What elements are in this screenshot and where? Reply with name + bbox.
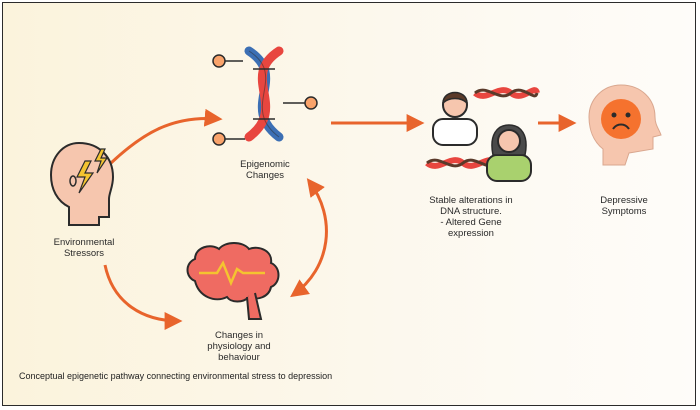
brain-icon [186, 242, 280, 320]
label-depressive-symptoms: Depressive Symptoms [600, 195, 648, 217]
diagram-canvas [49, 46, 662, 330]
dna-helix-icon [212, 46, 318, 146]
label-epigenomic-changes: Epigenomic Changes [240, 159, 290, 181]
stressed-head-icon [49, 141, 115, 226]
sad-head-icon [588, 84, 662, 166]
arrow-stressors-to-physiology [103, 264, 183, 330]
scientists-dna-icon [425, 87, 540, 182]
diagram-frame: Environmental Stressors Epigenomic Chang… [2, 2, 696, 406]
label-physiology-changes: Changes in physiology and behaviour [207, 330, 271, 363]
figure-caption: Conceptual epigenetic pathway connecting… [19, 371, 333, 381]
label-dna-alterations: Stable alterations in DNA structure. - A… [429, 195, 513, 239]
arrow-stressors-to-epigenomic [109, 108, 223, 165]
arrow-physiology-epigenomic-bidirectional [290, 178, 328, 298]
label-environmental-stressors: Environmental Stressors [53, 237, 115, 259]
